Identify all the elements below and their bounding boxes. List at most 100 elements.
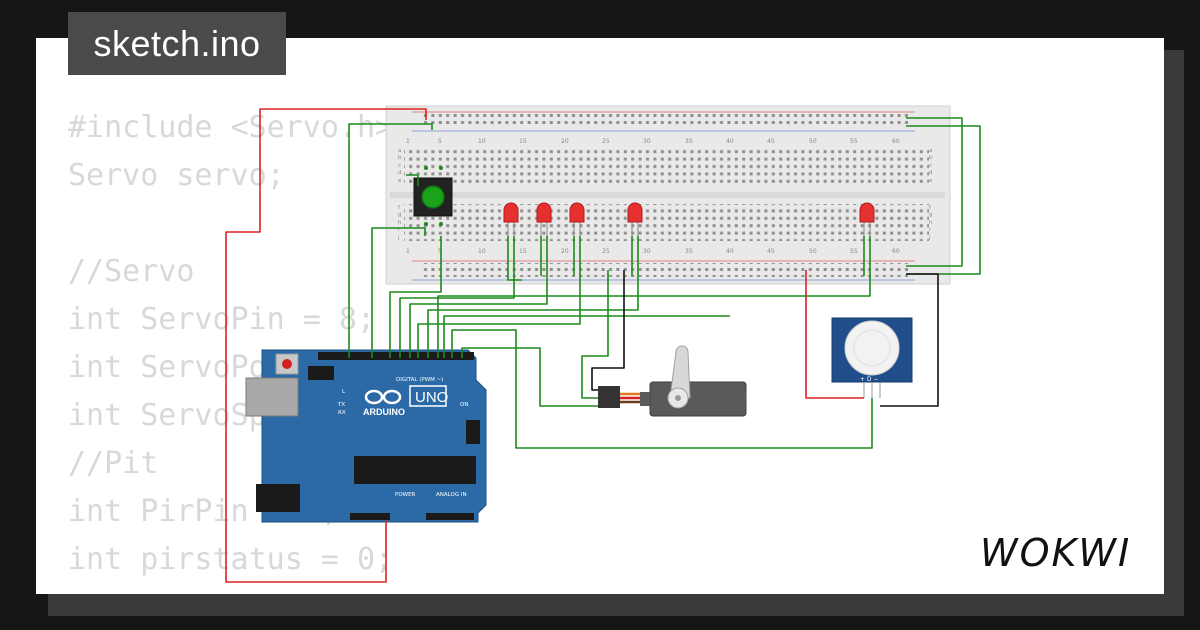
wire-green (581, 270, 609, 399)
wire-red (805, 270, 864, 399)
analog-label: ANALOG IN (436, 492, 467, 498)
wire-black (880, 273, 939, 407)
wire-green (437, 236, 871, 358)
column-number: 1 (406, 138, 410, 145)
column-number: 20 (561, 138, 569, 145)
led-icon (536, 202, 552, 236)
led-icon (627, 202, 643, 236)
analog-header (426, 513, 474, 520)
sketch-title: sketch.ino (68, 12, 286, 75)
row-letter: g (398, 212, 402, 218)
digital-label: DIGITAL (PWM ~) (396, 377, 443, 383)
pir-pin-labels: + D − (860, 376, 879, 383)
row-letter: d (398, 170, 402, 176)
digital-header (318, 352, 474, 360)
column-number: 45 (767, 138, 775, 145)
wire-green (409, 236, 548, 358)
wire-green (443, 315, 730, 358)
row-letter: j (928, 235, 931, 241)
column-number: 1 (406, 248, 410, 255)
column-number: 40 (726, 248, 734, 255)
row-letter: a (398, 148, 401, 154)
row-letter: a (929, 148, 932, 154)
wire-green (451, 329, 873, 449)
code-line: Servo servo; (68, 158, 285, 193)
board-model: UNO (415, 389, 448, 406)
power-label: POWER (395, 492, 416, 498)
led-icon (569, 202, 585, 236)
row-letter: h (398, 220, 402, 226)
wire-green (417, 236, 581, 358)
l-label: L (342, 389, 346, 395)
row-letter: g (929, 212, 933, 218)
wire-green (348, 123, 433, 358)
row-letter: e (398, 178, 402, 184)
wire-green (389, 236, 442, 358)
wire-green (906, 125, 981, 275)
column-number: 55 (850, 138, 858, 145)
code-line: //Servo (68, 254, 195, 289)
column-number: 15 (519, 248, 527, 255)
column-number: 25 (602, 138, 610, 145)
icsp2-header (466, 420, 480, 444)
row-letter: i (929, 227, 931, 233)
wire-green (461, 347, 598, 407)
column-number: 15 (519, 138, 527, 145)
column-number: 35 (685, 138, 693, 145)
arduino-logo-icon (364, 389, 402, 405)
servo-motor-icon (598, 345, 747, 417)
code-line: int ServoPin = 8; (68, 302, 376, 337)
icsp-header (308, 366, 334, 380)
column-number: 30 (643, 138, 651, 145)
push-button-icon (413, 177, 453, 217)
column-number: 5 (438, 138, 442, 145)
pin-markers (424, 166, 443, 226)
wokwi-logo: WOKWI (980, 531, 1131, 575)
row-letter: c (929, 163, 932, 169)
pir-sensor-icon: + D − (831, 317, 913, 398)
wire-red (225, 108, 427, 583)
row-letter: d (929, 170, 933, 176)
tx-label: TX (337, 402, 345, 408)
row-letter: f (398, 205, 401, 211)
code-line: //Button (68, 584, 411, 594)
wire-green (406, 174, 419, 186)
power-jack-icon (256, 484, 300, 512)
wire-green (906, 117, 963, 267)
column-number: 10 (478, 248, 486, 255)
column-number: 25 (602, 248, 610, 255)
board-brand: ARDUINO (363, 407, 405, 417)
code-line: int pirstatus = 0; (68, 542, 394, 577)
wire-green (371, 227, 426, 358)
wire-green (507, 236, 522, 281)
row-letter: h (929, 220, 933, 226)
wire-black (591, 270, 625, 391)
power-header (350, 513, 390, 520)
column-number: 35 (685, 248, 693, 255)
microcontroller-chip-icon (354, 456, 476, 484)
column-number: 45 (767, 248, 775, 255)
code-line: //Pit (68, 446, 159, 481)
column-number: 40 (726, 138, 734, 145)
column-number: 60 (892, 138, 900, 145)
usb-port-icon (245, 377, 299, 417)
row-letter: c (398, 163, 401, 169)
wire-green (427, 236, 639, 358)
row-letter: f (929, 205, 932, 211)
wire-green (399, 236, 515, 358)
row-letter: i (398, 227, 400, 233)
breadboard (385, 105, 951, 285)
row-letter: b (398, 155, 402, 161)
column-number: 55 (850, 248, 858, 255)
logo-text: WOKWI (980, 531, 1131, 575)
rx-label: RX (338, 410, 346, 416)
column-number: 50 (809, 248, 817, 255)
column-number: 20 (561, 248, 569, 255)
led-icon (503, 202, 519, 236)
row-letter: j (397, 235, 400, 241)
wires (225, 108, 981, 583)
breadboard-row-letters: a b c d e f g h i j a b c d e f g h i j (397, 148, 933, 241)
column-number: 50 (809, 138, 817, 145)
